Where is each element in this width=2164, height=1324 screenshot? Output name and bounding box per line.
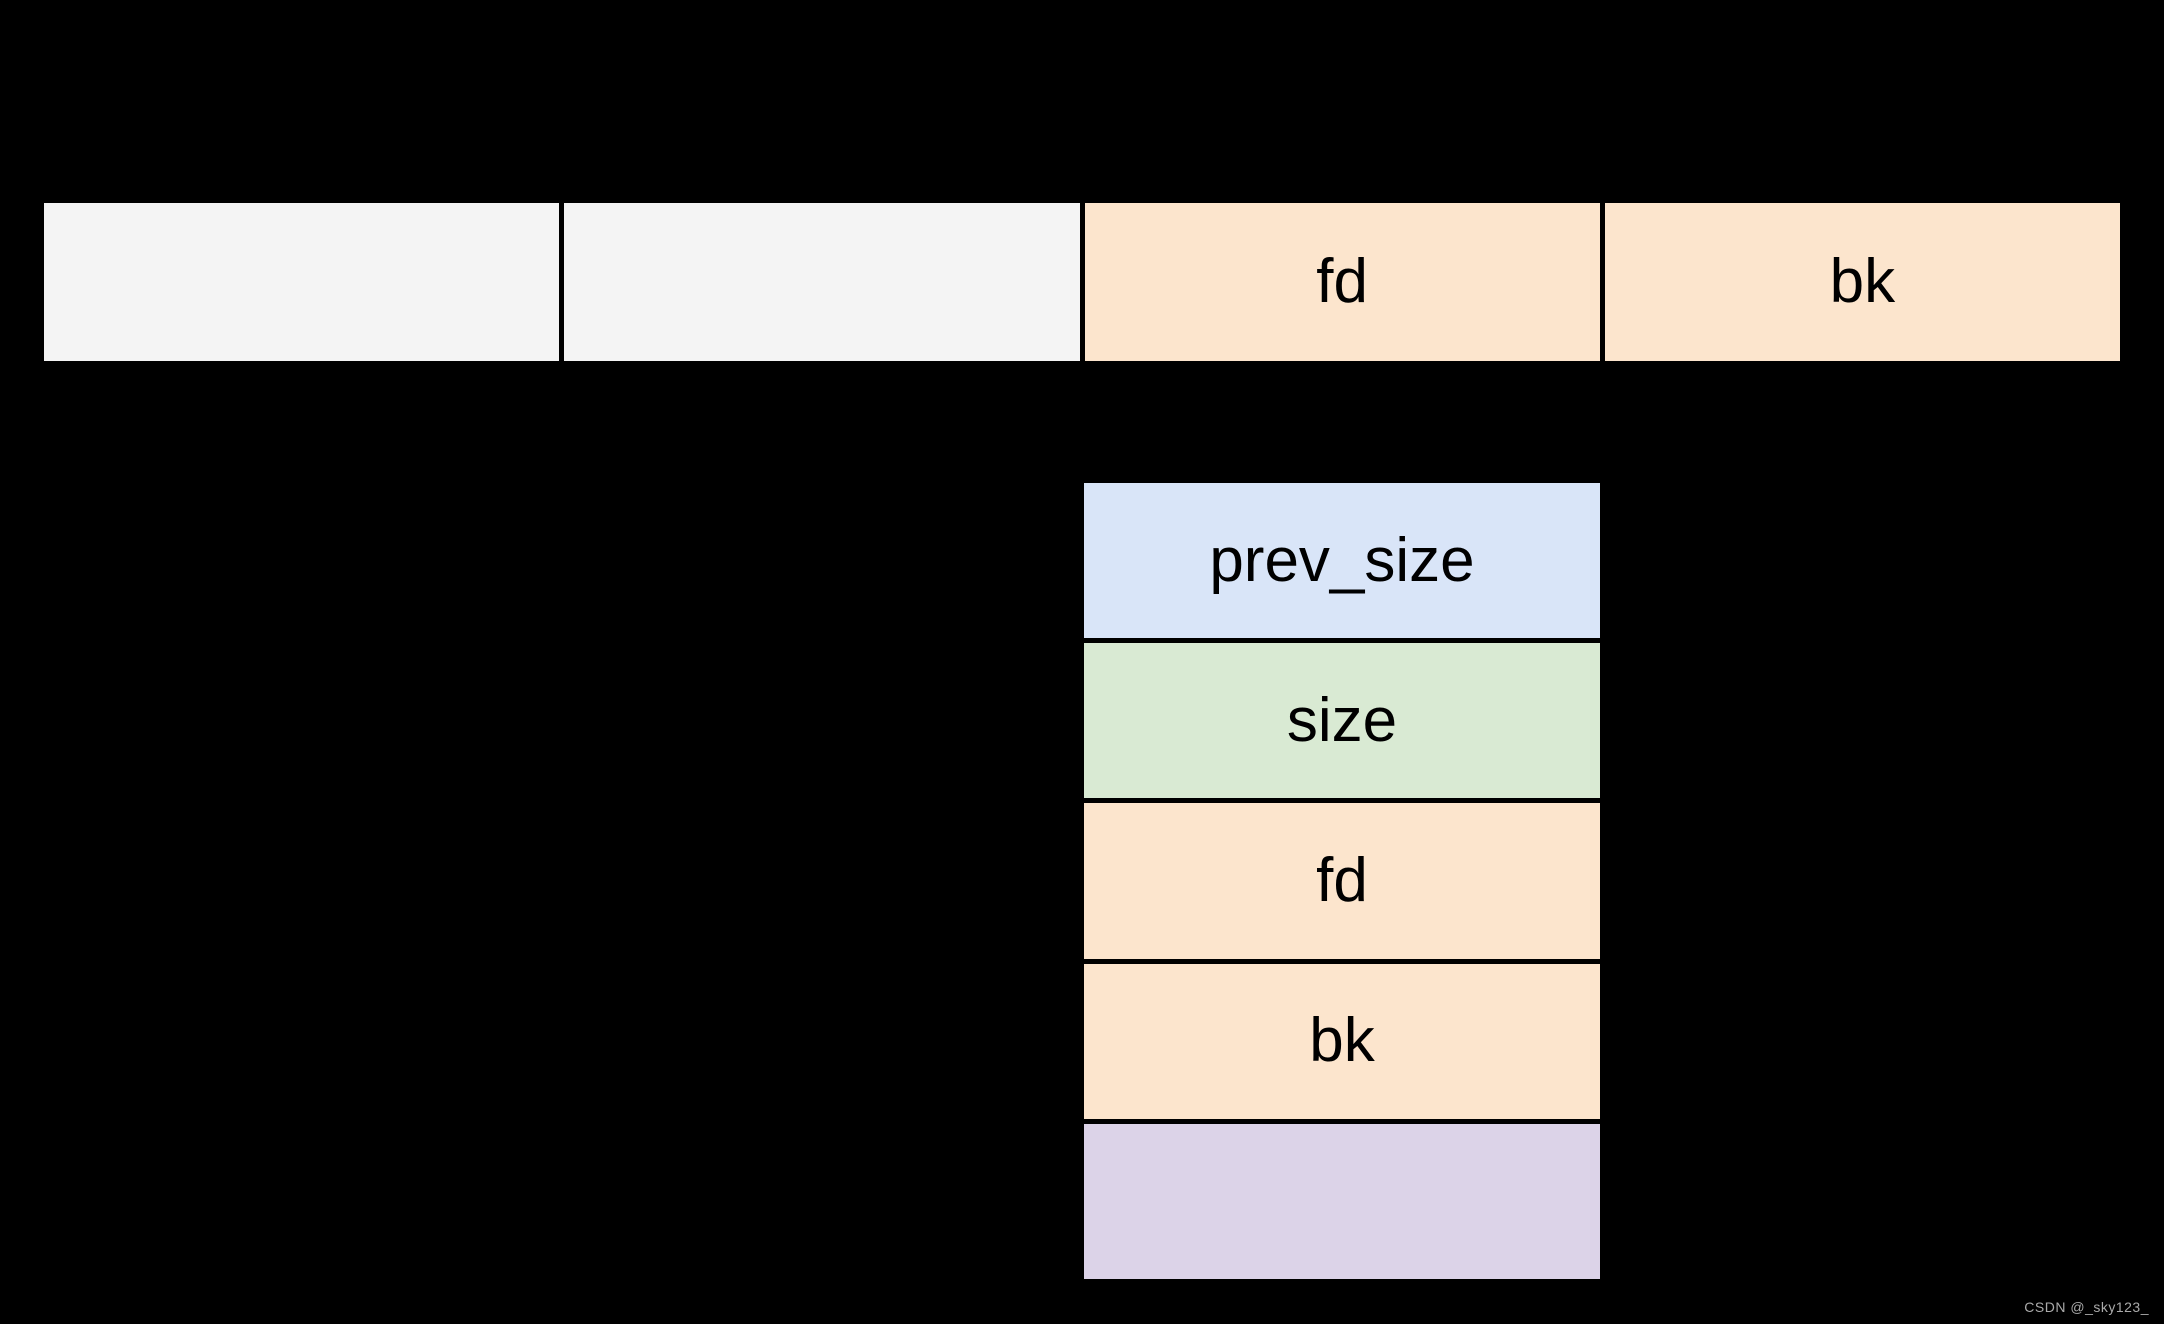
chunk-fd-label: fd [1316, 846, 1368, 915]
chunk-prev-size-label: prev_size [1209, 525, 1475, 595]
bin-header-row: fd bk [44, 203, 2120, 361]
bin-header-cell-1 [44, 203, 560, 361]
bin-header-cell-2 [559, 203, 1080, 361]
bin-header-fd-label: fd [1316, 247, 1368, 316]
chunk-layout-stack: prev_size size fd bk [1084, 483, 1600, 1280]
bin-header-cell-bk: bk [1599, 203, 2120, 361]
chunk-cell-fd: fd [1084, 798, 1600, 959]
chunk-cell-bk: bk [1084, 958, 1600, 1119]
bin-header-cell-fd: fd [1079, 203, 1600, 361]
chunk-cell-user-data [1084, 1118, 1600, 1280]
chunk-cell-size: size [1084, 638, 1600, 799]
chunk-cell-prev-size: prev_size [1084, 483, 1600, 639]
chunk-size-label: size [1286, 685, 1398, 755]
csdn-watermark: CSDN @_sky123_ [2024, 1299, 2149, 1315]
chunk-bk-label: bk [1309, 1006, 1375, 1076]
bin-header-bk-label: bk [1829, 247, 1896, 316]
